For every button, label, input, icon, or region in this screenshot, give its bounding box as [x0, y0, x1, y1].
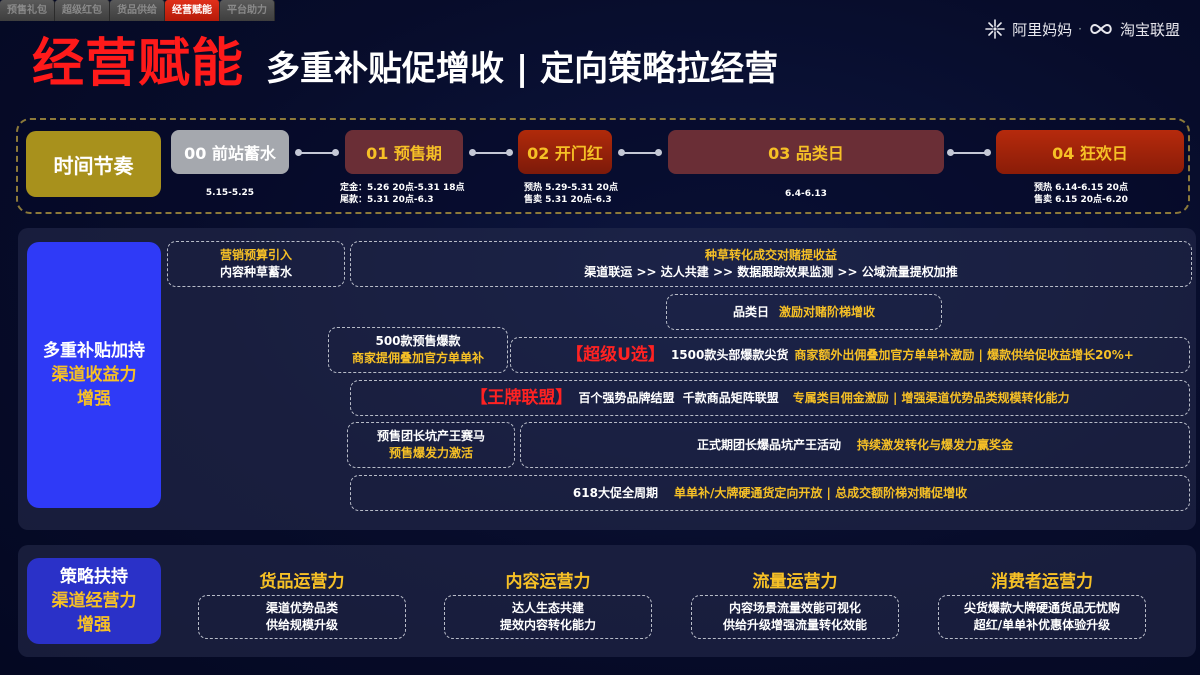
phase-date: 预热 6.14-6.15 20点 售卖 6.15 20点-6.20 [1020, 182, 1160, 206]
box-category-day: 品类日 激励对赌阶梯增收 [666, 294, 942, 330]
side-label-line: 渠道收益力 [51, 365, 137, 385]
box-line: 预售爆发力激活 [388, 446, 473, 460]
side-label-line: 增强 [77, 389, 111, 409]
box-line: 内容种草蓄水 [219, 265, 292, 279]
box-ace-alliance: 【王牌联盟】 百个强势品牌结盟 千款商品矩阵联盟 专属类目佣金激励 | 增强渠道… [350, 380, 1190, 416]
box-text: 百个强势品牌结盟 千款商品矩阵联盟 [578, 390, 779, 405]
taobao-union-infinity-icon [1090, 23, 1112, 35]
phase-date-line: 6.4-6.13 [785, 189, 827, 199]
box-text: 持续激发转化与爆发力赢奖金 [857, 437, 1014, 452]
phase-date: 5.15-5.25 [171, 187, 289, 199]
box-marketing-budget: 营销预算引入 内容种草蓄水 [167, 241, 345, 287]
phase-presale[interactable]: 01 预售期 [345, 130, 463, 174]
side-label-line: 策略扶持 [60, 567, 128, 587]
capability-box-goods: 渠道优势品类 供给规模升级 [198, 595, 406, 639]
brand-logos: 阿里妈妈 · 淘宝联盟 [984, 18, 1180, 40]
phase-date-line: 尾款：5.31 20点-6.3 [340, 195, 434, 205]
box-text: 激励对赌阶梯增收 [779, 304, 876, 319]
box-line: 预售团长坑产王赛马 [376, 429, 485, 443]
tab-presale-gift[interactable]: 预售礼包 [0, 0, 55, 21]
timeline-label: 时间节奏 [26, 131, 161, 197]
box-line: 供给升级增强流量转化效能 [722, 618, 867, 632]
box-line: 尖货爆款大牌硬通货品无忧购 [963, 601, 1120, 615]
phase-category-day[interactable]: 03 品类日 [668, 130, 944, 174]
side-label-line: 多重补贴加持 [43, 341, 145, 361]
tab-platform-boost[interactable]: 平台助力 [220, 0, 275, 21]
phase-date-line: 定金：5.26 20点-5.31 18点 [340, 183, 465, 193]
timeline-connector [947, 149, 991, 156]
phase-date-line: 预热 6.14-6.15 20点 [1034, 183, 1128, 193]
box-text: 商家额外出佣叠加官方单单补激励 | 爆款供给促收益增长20%+ [794, 347, 1134, 362]
box-618-promo: 618大促全周期 单单补/大牌硬通货定向开放 | 总成交额阶梯对赌促增收 [350, 475, 1190, 511]
phase-pre-station[interactable]: 00 前站蓄水 [171, 130, 289, 174]
tab-strip: 预售礼包 超级红包 货品供给 经营赋能 平台助力 [0, 0, 275, 22]
side-label-line: 增强 [77, 615, 111, 635]
phase-opening[interactable]: 02 开门红 [518, 130, 612, 174]
subsidy-panel [18, 228, 1196, 530]
box-line: 渠道优势品类 [265, 601, 338, 615]
phase-carnival[interactable]: 04 狂欢日 [996, 130, 1184, 174]
capability-title-goods: 货品运营力 [259, 572, 345, 592]
subsidy-side-label: 多重补贴加持 渠道收益力 增强 [27, 242, 161, 508]
capability-title-traffic: 流量运营力 [752, 572, 838, 592]
phase-date-line: 售卖 5.31 20点-6.3 [524, 195, 612, 205]
super-u-tag: 【超级U选】 [566, 344, 665, 365]
side-label-line: 渠道经营力 [51, 591, 137, 611]
page-subtitle: 多重补贴促增收 | 定向策略拉经营 [266, 49, 779, 89]
phase-date-line: 售卖 6.15 20点-6.20 [1034, 195, 1128, 205]
page-title: 经营赋能 [32, 34, 245, 94]
phase-date-line: 预热 5.29-5.31 20点 [524, 183, 618, 193]
box-presale-500: 500款预售爆款 商家提佣叠加官方单单补 [328, 327, 508, 373]
capability-title-content: 内容运营力 [505, 572, 591, 592]
taobao-union-logo-text: 淘宝联盟 [1119, 20, 1180, 39]
box-leader-formal: 正式期团长爆品坑产王活动 持续激发转化与爆发力赢奖金 [520, 422, 1190, 468]
box-line: 内容场景流量效能可视化 [728, 601, 861, 615]
box-text: 单单补/大牌硬通货定向开放 | 总成交额阶梯对赌促增收 [673, 485, 968, 500]
phase-date: 6.4-6.13 [668, 188, 944, 200]
ace-alliance-tag: 【王牌联盟】 [470, 387, 573, 408]
box-line: 营销预算引入 [219, 248, 292, 262]
phase-date: 定金：5.26 20点-5.31 18点 尾款：5.31 20点-6.3 [330, 182, 478, 206]
timeline-connector [469, 149, 513, 156]
box-text: 专属类目佣金激励 | 增强渠道优势品类规模转化能力 [792, 390, 1070, 405]
box-leader-presale: 预售团长坑产王赛马 预售爆发力激活 [347, 422, 515, 468]
tab-super-redpacket[interactable]: 超级红包 [55, 0, 110, 21]
box-line: 500款预售爆款 [375, 334, 461, 348]
capability-title-consumer: 消费者运营力 [991, 572, 1093, 592]
box-line: 供给规模升级 [265, 618, 338, 632]
box-text: 618大促全周期 [572, 485, 658, 500]
box-line: 达人生态共建 [511, 601, 584, 615]
capability-box-content: 达人生态共建 提效内容转化能力 [444, 595, 652, 639]
box-line: 种草转化成交对赌提收益 [704, 248, 837, 262]
brand-separator: · [1078, 22, 1082, 36]
capability-box-traffic: 内容场景流量效能可视化 供给升级增强流量转化效能 [691, 595, 899, 639]
tab-goods-supply[interactable]: 货品供给 [110, 0, 165, 21]
box-super-u-select: 【超级U选】 1500款头部爆款尖货 商家额外出佣叠加官方单单补激励 | 爆款供… [510, 337, 1190, 373]
timeline-connector [295, 149, 339, 156]
box-grass-conversion: 种草转化成交对赌提收益 渠道联运 >> 达人共建 >> 数据跟踪效果监测 >> … [350, 241, 1192, 287]
box-line: 超红/单单补优惠体验升级 [973, 618, 1111, 632]
timeline-connector [618, 149, 662, 156]
phase-date: 预热 5.29-5.31 20点 售卖 5.31 20点-6.3 [516, 182, 636, 206]
capability-box-consumer: 尖货爆款大牌硬通货品无忧购 超红/单单补优惠体验升级 [938, 595, 1146, 639]
box-text: 1500款头部爆款尖货 [670, 347, 789, 362]
alimama-star-icon [985, 19, 1005, 39]
box-line: 渠道联运 >> 达人共建 >> 数据跟踪效果监测 >> 公域流量提权加推 [584, 265, 958, 279]
phase-date-line: 5.15-5.25 [205, 188, 255, 198]
box-text: 正式期团长爆品坑产王活动 [696, 437, 841, 452]
box-line: 提效内容转化能力 [499, 618, 596, 632]
strategy-side-label: 策略扶持 渠道经营力 增强 [27, 558, 161, 644]
tab-business-empower[interactable]: 经营赋能 [165, 0, 220, 21]
box-line: 商家提佣叠加官方单单补 [351, 351, 484, 365]
box-text: 品类日 [732, 304, 769, 319]
alimama-logo-text: 阿里妈妈 [1012, 20, 1073, 39]
